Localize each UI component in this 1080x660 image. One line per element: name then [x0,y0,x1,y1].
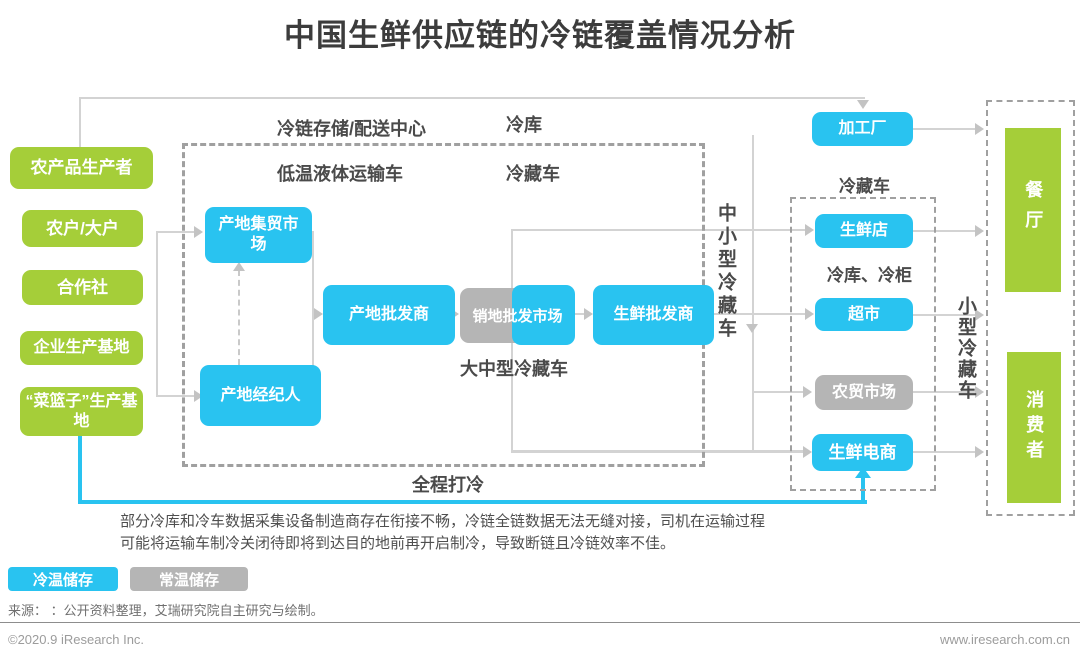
node-label: 超市 [847,305,880,323]
cold-route-horizontal [78,500,867,504]
dest-market-blue-part [512,285,575,345]
label-cold-chain-center: 冷链存储/配送中心 [277,119,427,139]
node-dest-wholesale-market: 销地批发市场 [460,285,575,345]
arrow-up-ecommerce-cold-icon [855,467,871,478]
flow-line-to-ecommerce [511,450,804,453]
node-label: 餐厅 [1023,180,1044,240]
flow-line-to-origin-market [156,231,194,233]
flow-line-to-origin-broker [156,395,194,397]
legend-label: 常温储存 [158,571,219,589]
legend-label: 冷温储存 [32,571,93,589]
node-label: 加工厂 [838,120,887,137]
node-label: 农产品生产者 [30,158,133,178]
page-title: 中国生鲜供应链的冷链覆盖情况分析 [284,18,796,53]
flow-out-fresh-store [913,230,976,232]
note-text: 部分冷库和冷车数据采集设备制造商存在衔接不畅，冷链全链数据无法无缝对接，司机在运… [120,511,900,555]
flow-dashed-broker-to-market [238,270,240,365]
footer-source: 来源： ：公开资料整理，艾瑞研究院自主研究与绘制。 [8,603,324,618]
label-low-temp-liquid-truck: 低温液体运输车 [277,164,403,184]
arrow-up-to-origin-market-icon [233,262,245,271]
label-cold-storage: 冷库 [506,115,542,135]
node-origin-market: 产地集贸市场 [205,207,312,263]
node-vegetable-basket-base: “菜篮子”生产基地 [20,387,143,436]
node-fresh-ecommerce: 生鲜电商 [812,434,913,471]
arrow-right-origin-market-icon [194,226,203,238]
cold-route-vertical-left [78,436,82,504]
node-label: 生鲜电商 [828,442,897,462]
flow-out-ecommerce [913,451,976,453]
flow-line-to-farmers-market [752,391,804,393]
arrow-down-to-processing-icon [857,100,869,109]
flow-out-processing [913,128,976,130]
flow-line-to-fresh-store [511,229,806,231]
node-label: 合作社 [57,277,108,297]
arrow-out-supermarket-icon [975,309,984,321]
label-reefer-truck-top: 冷藏车 [506,164,560,184]
legend-normal-storage-badge: 常温储存 [130,567,248,591]
node-supermarket: 超市 [815,298,913,331]
node-label: “菜篮子”生产基地 [25,392,138,430]
arrow-right-fresh-wholesaler-icon [584,308,593,320]
node-consumer: 消费者 [1007,352,1061,503]
node-label: 企业生产基地 [33,339,130,356]
arrow-out-farmers-market-icon [975,386,984,398]
node-farmers-market: 农贸市场 [815,375,913,410]
arrow-out-ecommerce-icon [975,446,984,458]
node-farmers: 农户/大户 [22,210,143,247]
arrow-out-processing-icon [975,123,984,135]
note-line-2: 可能将运输车制冷关闭待即将到达目的地前再开启制冷，导致断链且冷链效率不佳。 [120,535,676,552]
node-label: 农贸市场 [831,383,896,401]
node-label: 生鲜批发商 [613,306,694,323]
node-enterprise-base: 企业生产基地 [20,331,143,365]
arrow-down-mid-icon [746,324,758,333]
flow-midright-vertical [752,135,754,451]
node-origin-broker: 产地经纪人 [200,365,321,426]
region-consumers [986,100,1075,516]
flow-bracket-producers [156,231,158,397]
node-label: 产地集贸市场 [218,216,299,253]
flow-line-destmarket-freshwholesaler [575,313,585,315]
node-farm-producers: 农产品生产者 [10,147,153,189]
footer-copyright: ©2020.9 iResearch Inc. [8,632,145,647]
label-full-cold: 全程打冷 [412,475,484,495]
flow-out-supermarket [913,314,976,316]
flow-line-top [79,97,865,99]
label-small-reefer: 小型冷藏车 [955,296,976,401]
region-retail-terminals [790,197,936,491]
arrow-out-fresh-store-icon [975,225,984,237]
node-fresh-wholesaler: 生鲜批发商 [593,285,714,345]
node-origin-wholesaler: 产地批发商 [323,285,455,345]
node-label: 销地批发市场 [472,307,563,325]
footer-divider [0,622,1080,623]
label-mid-small-reefer: 中小型冷藏车 [715,203,736,341]
node-processing-plant: 加工厂 [812,112,913,146]
node-fresh-store: 生鲜店 [815,214,913,248]
label-reefer-truck-right: 冷藏车 [839,177,890,196]
arrow-right-supermarket-icon [805,308,814,320]
arrow-right-origin-wholesaler-icon [314,308,323,320]
node-label: 生鲜店 [839,222,888,239]
label-cold-storage-cabinet: 冷库、冷柜 [827,266,912,285]
cold-route-vertical-right [861,478,865,504]
arrow-right-ecommerce-icon [803,446,812,458]
legend-cold-storage-badge: 冷温储存 [8,567,118,591]
label-large-mid-reefer: 大中型冷藏车 [460,359,568,379]
arrow-right-origin-broker-icon [194,390,203,402]
flow-merge-line [312,231,314,397]
node-cooperatives: 合作社 [22,270,143,305]
footer-website: www.iresearch.com.cn [939,632,1070,647]
node-label: 农户/大户 [46,218,119,238]
node-label: 产地批发商 [348,306,429,323]
node-restaurant: 餐厅 [1005,128,1061,292]
flow-line-producer-up [79,98,81,148]
arrow-right-farmers-market-icon [803,386,812,398]
node-label: 消费者 [1024,390,1045,465]
node-label: 产地经纪人 [220,386,301,404]
flow-line-to-supermarket [690,313,806,315]
note-line-1: 部分冷库和冷车数据采集设备制造商存在衔接不畅，冷链全链数据无法无缝对接，司机在运… [120,513,766,530]
arrow-right-fresh-store-icon [805,224,814,236]
flow-out-farmers-market [913,391,976,393]
